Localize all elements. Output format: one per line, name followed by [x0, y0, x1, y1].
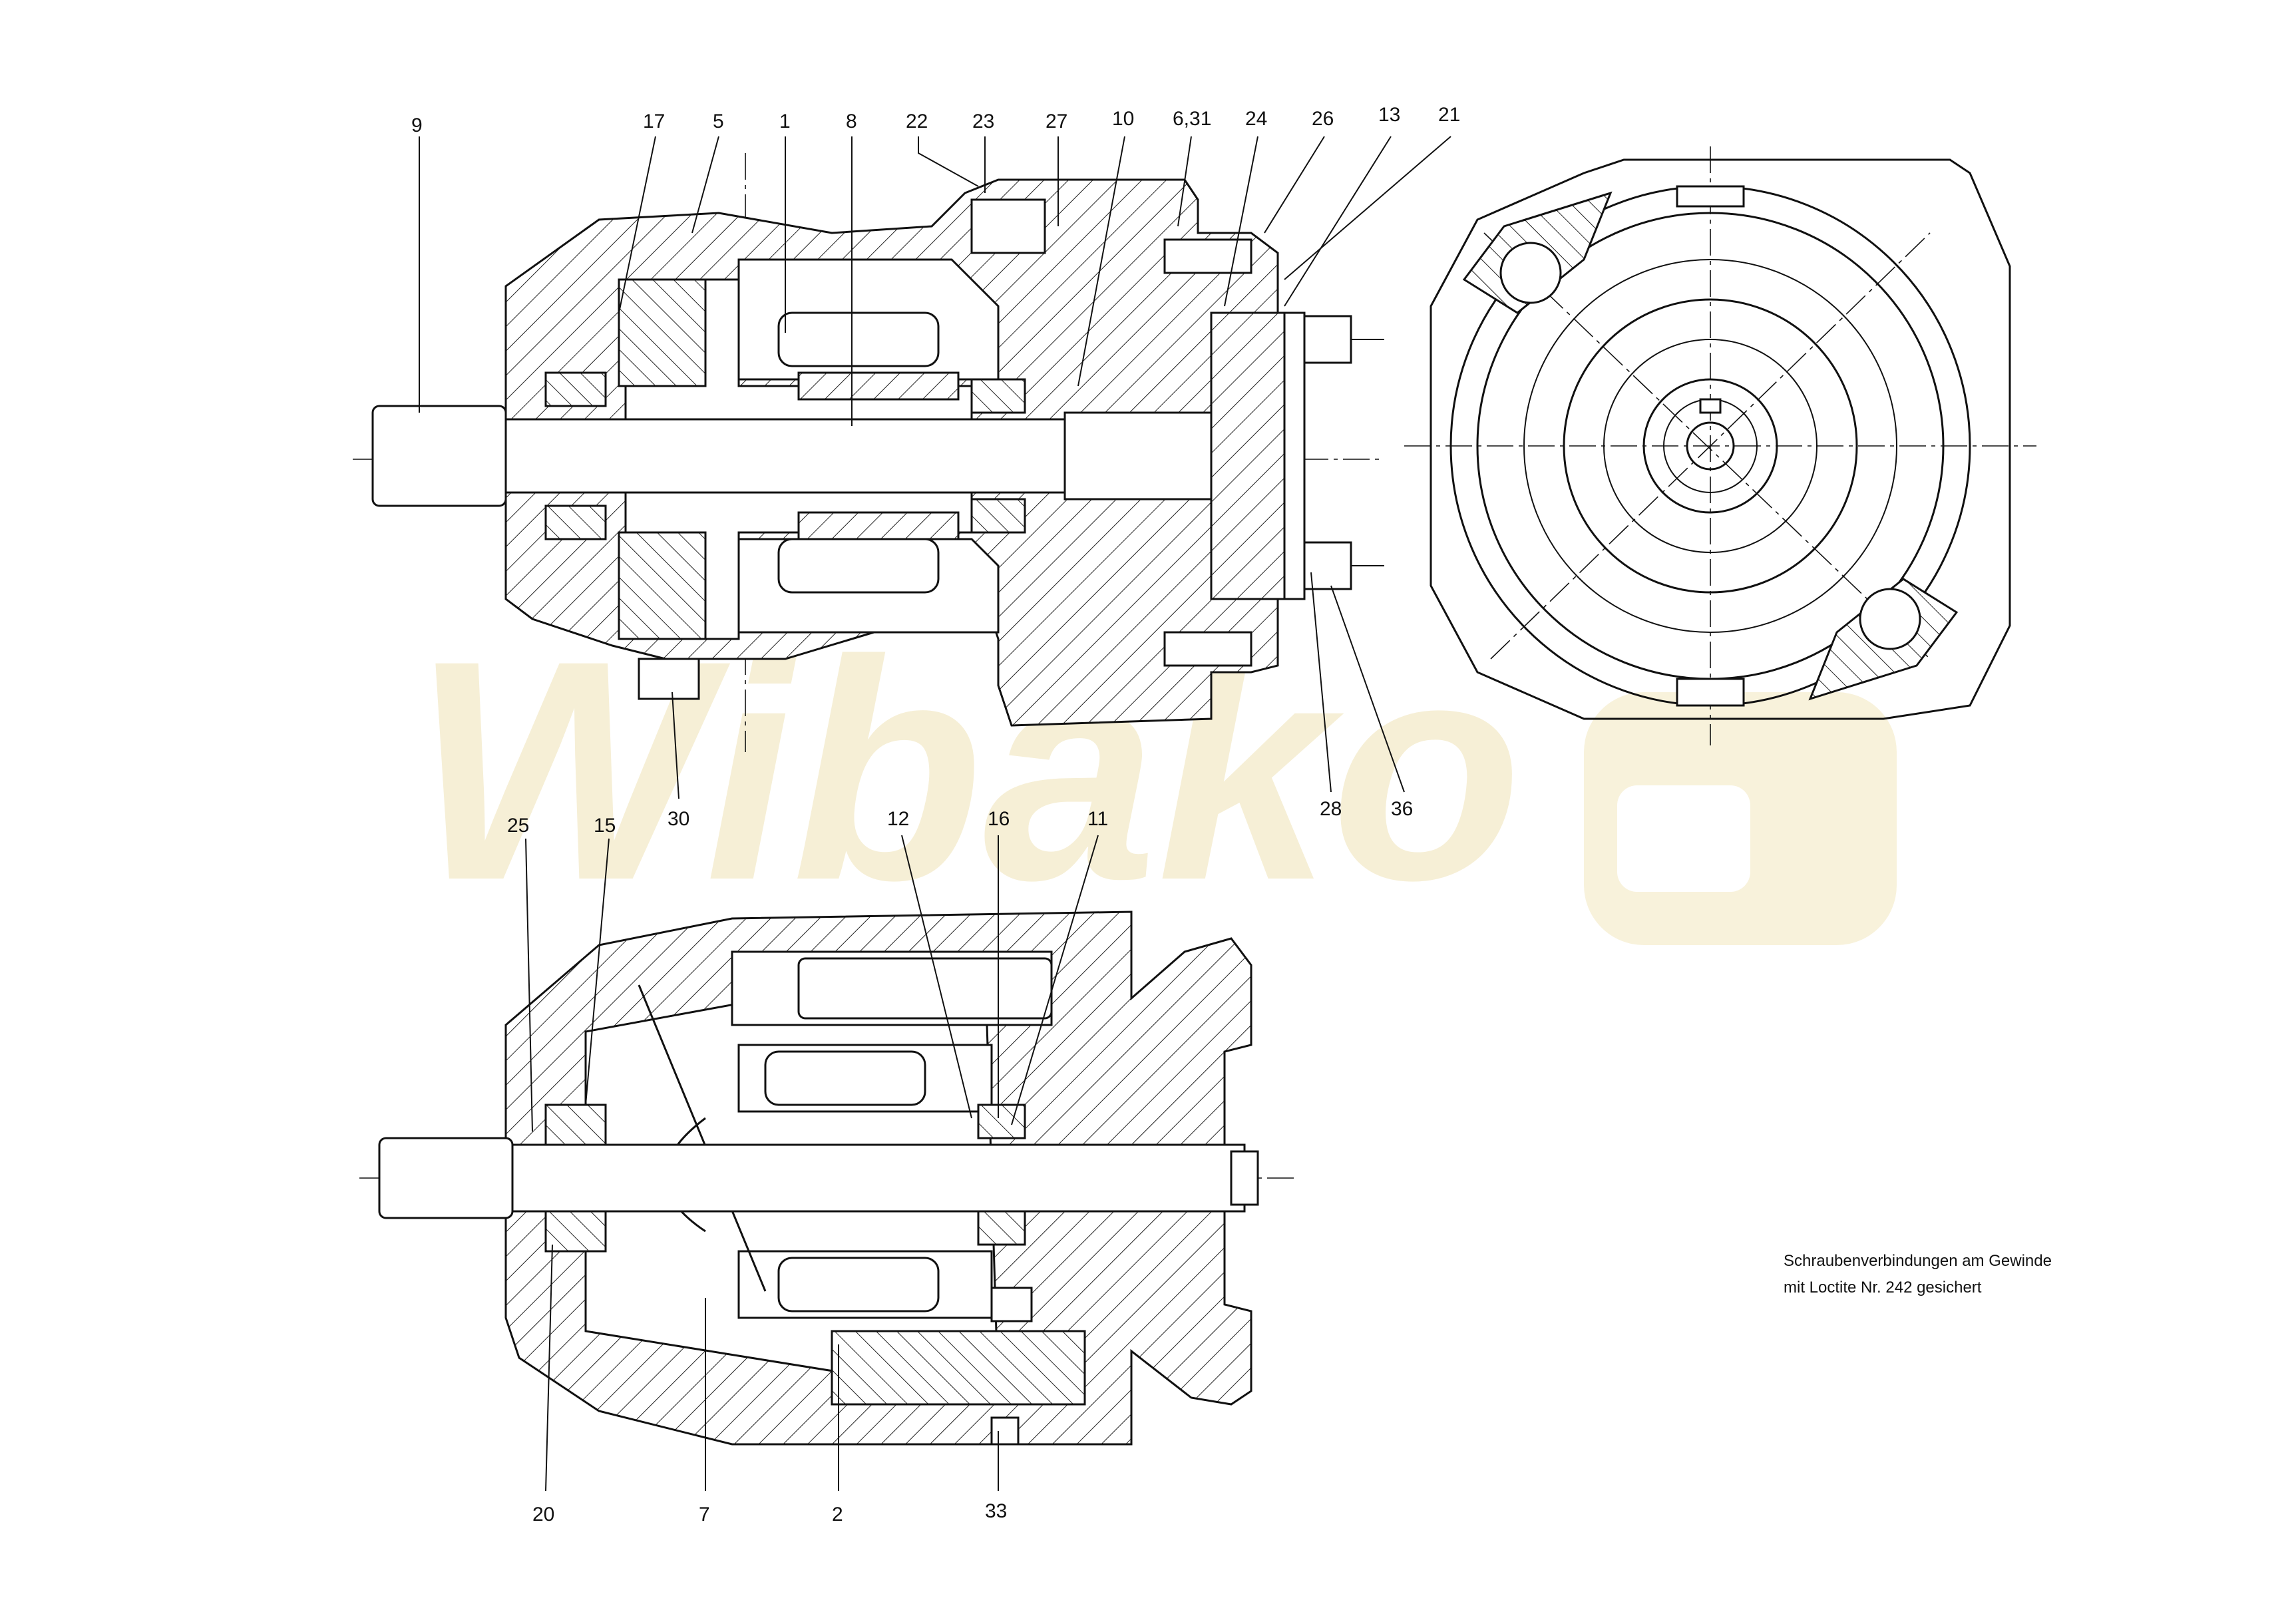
callout-20: 20 [532, 1504, 554, 1525]
callout-22: 22 [906, 110, 928, 132]
callout-7: 7 [699, 1504, 710, 1525]
top-end-view [1404, 146, 2036, 745]
callout-23: 23 [972, 110, 994, 132]
callout-labels-bottom: 25 15 12 16 11 20 7 2 33 [507, 808, 1108, 1525]
note-line-1: Schraubenverbindungen am Gewinde [1784, 1252, 2052, 1270]
callout-28: 28 [1320, 798, 1342, 820]
callout-16: 16 [988, 808, 1010, 830]
callout-labels-top: 9 17 5 1 8 22 23 27 10 6,31 24 26 13 21 … [411, 104, 1460, 830]
note-line-2: mit Loctite Nr. 242 gesichert [1784, 1279, 1982, 1297]
callout-36: 36 [1391, 798, 1413, 820]
top-section-view [353, 153, 1384, 752]
callout-10: 10 [1112, 108, 1134, 130]
bottom-section-view [359, 910, 1298, 1446]
callout-5: 5 [713, 110, 724, 132]
callout-17: 17 [643, 110, 665, 132]
callout-33: 33 [985, 1500, 1007, 1522]
callout-21: 21 [1438, 104, 1460, 126]
callout-12: 12 [887, 808, 909, 830]
callout-6-31: 6,31 [1173, 108, 1211, 130]
watermark-logo-icon [1584, 692, 1897, 945]
leader-lines [419, 136, 1451, 1492]
callout-27: 27 [1046, 110, 1067, 132]
watermark-text: Wibako [413, 596, 1522, 945]
callout-24: 24 [1245, 108, 1267, 130]
callout-9: 9 [411, 114, 423, 136]
callout-2: 2 [832, 1504, 843, 1525]
callout-1: 1 [779, 110, 791, 132]
callout-11: 11 [1087, 808, 1108, 830]
callout-26: 26 [1312, 108, 1334, 130]
callout-30: 30 [668, 808, 689, 830]
callout-8: 8 [846, 110, 857, 132]
callout-15: 15 [594, 815, 616, 837]
callout-25: 25 [507, 815, 529, 837]
callout-13: 13 [1378, 104, 1400, 126]
